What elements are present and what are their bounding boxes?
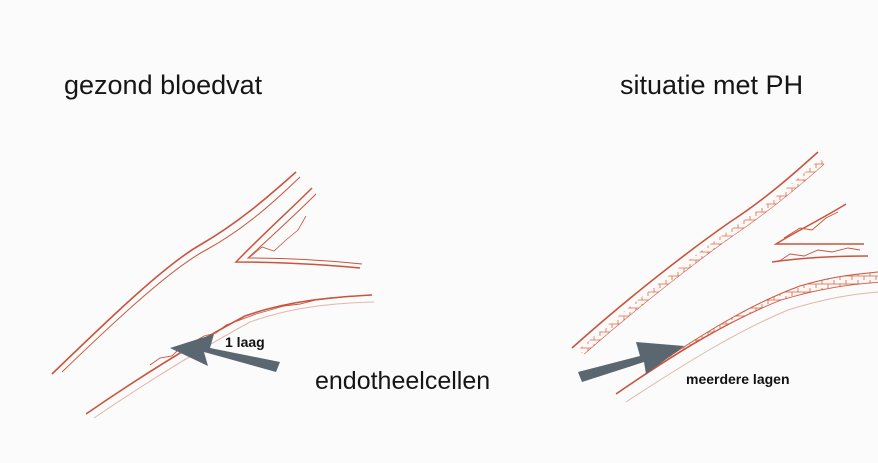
right-arrow xyxy=(578,342,684,382)
endothelial-cells-label: endotheelcellen xyxy=(315,367,490,396)
single-layer-label: 1 laag xyxy=(225,334,265,350)
multiple-layers-label: meerdere lagen xyxy=(686,371,790,387)
